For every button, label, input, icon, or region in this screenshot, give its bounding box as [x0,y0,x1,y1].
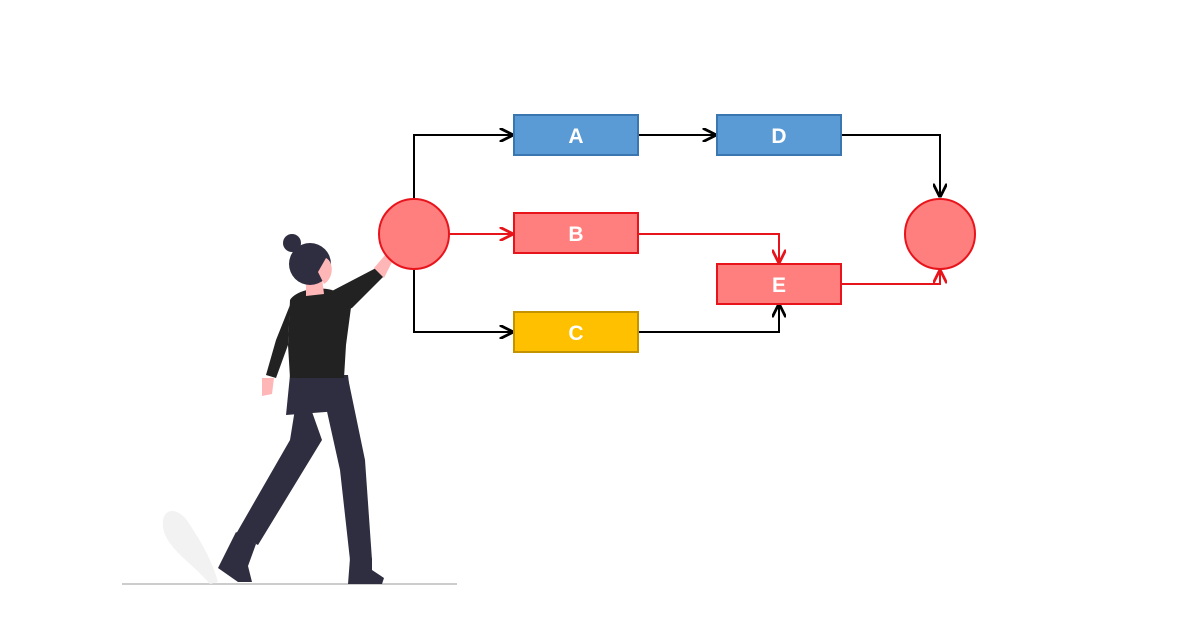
node-e-box [716,263,842,305]
start-event [378,198,450,270]
torso [288,288,352,378]
diagram-edges [413,134,940,333]
face [318,258,332,284]
front-shoe [348,558,384,584]
node-a: A [513,114,639,156]
edge-e-to-end [842,271,940,285]
plant-leaf [162,510,218,584]
edge-start-to-c [413,270,512,332]
node-c: C [513,311,639,353]
node-a-label: A [568,125,583,148]
node-e-label: E [772,274,786,297]
node-b-box [513,212,639,254]
front-leg [320,378,372,560]
back-hand [262,378,274,396]
node-c-label: C [568,322,583,345]
node-e: E [716,263,842,305]
end-event [904,198,976,270]
node-b: B [513,212,639,254]
node-c-box [513,311,639,353]
raised-hand [374,254,394,278]
woman-illustration [122,234,457,585]
node-a-box [513,114,639,156]
edge-b-to-e [638,233,779,262]
edge-start-to-a [413,135,512,198]
edge-c-to-e [638,305,779,333]
node-d-box [716,114,842,156]
node-d-label: D [771,125,786,148]
pants-upper [286,375,352,415]
node-b-label: B [568,223,583,246]
back-arm [266,305,290,378]
node-d: D [716,114,842,156]
raised-arm [330,268,384,312]
edge-d-to-end [842,134,940,196]
hair-bun [283,234,301,252]
back-leg [236,378,322,545]
back-shoe [218,532,256,582]
